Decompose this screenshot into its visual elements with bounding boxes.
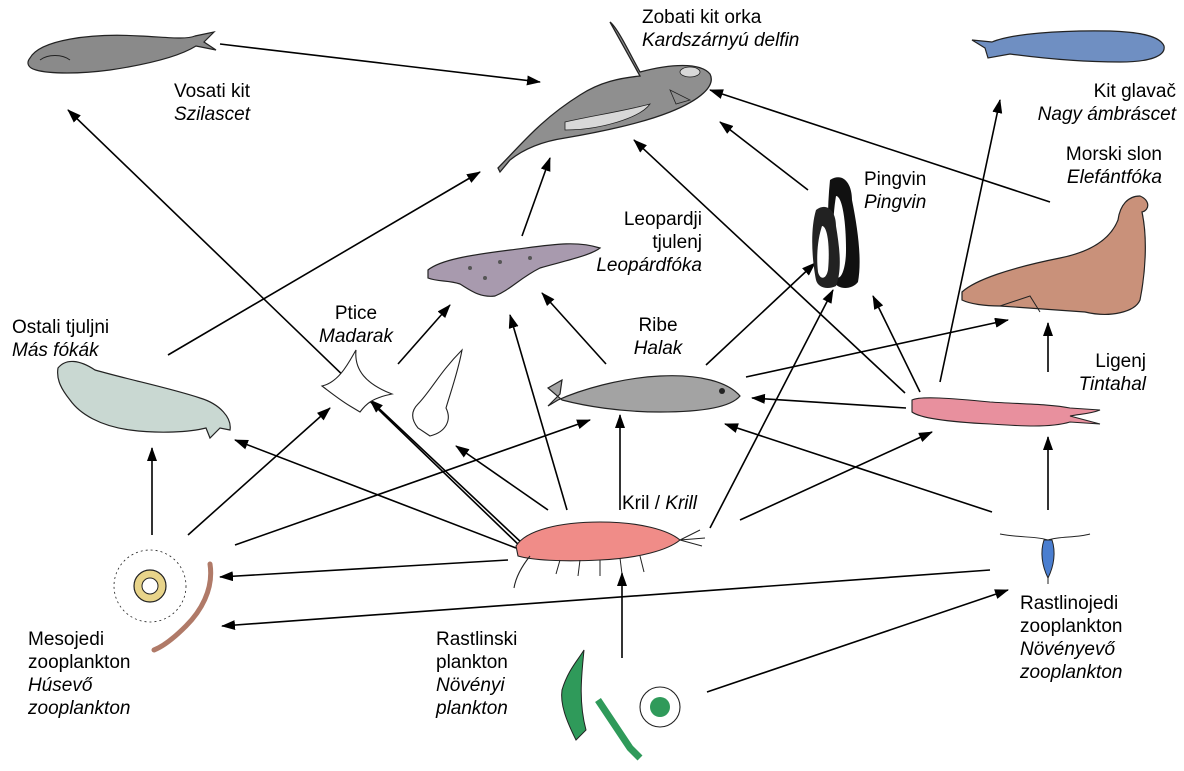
label-penguin-hu: Pingvin — [864, 191, 926, 214]
label-carnivorous-zooplankton: Mesojedi zooplankton Húsevő zooplankton — [28, 628, 130, 720]
arrow-carnzoo-fish — [235, 420, 590, 545]
penguin-icon — [812, 177, 859, 288]
arrow-fish-elephant — [746, 320, 1008, 377]
arrows — [68, 44, 1050, 692]
label-fish-local: Ribe — [614, 314, 702, 337]
label-sperm-whale-hu: Nagy ámbráscet — [996, 103, 1176, 126]
label-leopard-seal-local-1: Leopardji — [560, 208, 702, 231]
arrow-phyto-herbzoo — [707, 590, 1008, 692]
label-herb-zoo-local-2: zooplankton — [1020, 615, 1122, 638]
fish-icon — [548, 376, 740, 412]
label-leopard-seal-hu: Leopárdfóka — [560, 254, 702, 277]
label-leopard-seal: Leopardji tjulenj Leopárdfóka — [560, 208, 702, 277]
label-birds-local: Ptice — [306, 302, 406, 325]
arrow-krill-rightwhale — [68, 110, 522, 548]
arrow-krill-birds2 — [456, 446, 548, 510]
label-carn-zoo-hu-2: zooplankton — [28, 697, 130, 720]
arrow-leopard-orca — [522, 158, 550, 236]
arrow-krill-leopard — [510, 315, 567, 510]
label-leopard-seal-local-2: tjulenj — [560, 231, 702, 254]
label-other-seals-hu: Más fókák — [12, 339, 109, 362]
label-penguin-local: Pingvin — [864, 168, 926, 191]
arrow-fish-leopard — [542, 293, 606, 364]
krill-icon — [514, 522, 705, 588]
arrow-rightwhale-orca — [220, 44, 540, 82]
label-carn-zoo-local-1: Mesojedi — [28, 628, 130, 651]
label-phyto-hu-1: Növényi — [436, 674, 517, 697]
arrow-fish-penguin — [706, 263, 815, 365]
label-orca-hu: Kardszárnyú delfin — [642, 29, 799, 52]
herbivorous-zooplankton-icon — [1000, 534, 1090, 584]
label-right-whale: Vosati kit Szilascet — [118, 80, 250, 126]
arrow-herbzoo-carnzoo — [222, 570, 990, 626]
label-herb-zoo-hu-2: zooplankton — [1020, 661, 1122, 684]
arrow-penguin-orca — [720, 122, 808, 190]
label-herb-zoo-hu-1: Növényevő — [1020, 638, 1122, 661]
label-phytoplankton: Rastlinski plankton Növényi plankton — [436, 628, 517, 720]
label-orca-local: Zobati kit orka — [642, 6, 799, 29]
phytoplankton-icon — [562, 650, 680, 758]
sperm-whale-icon — [972, 31, 1164, 62]
label-squid: Ligenj Tintahal — [1040, 350, 1146, 396]
arrow-squid-sperm — [940, 100, 1000, 382]
label-other-seals: Ostali tjuljni Más fókák — [12, 316, 109, 362]
label-krill-hu: Krill — [665, 493, 697, 514]
label-phyto-local-2: plankton — [436, 651, 517, 674]
label-sperm-whale: Kit glavač Nagy ámbráscet — [996, 80, 1176, 126]
label-birds: Ptice Madarak — [306, 302, 406, 348]
label-phyto-local-1: Rastlinski — [436, 628, 517, 651]
label-birds-hu: Madarak — [306, 325, 406, 348]
label-carn-zoo-hu-1: Húsevő — [28, 674, 130, 697]
label-sperm-whale-local: Kit glavač — [996, 80, 1176, 103]
label-right-whale-local: Vosati kit — [118, 80, 250, 103]
label-right-whale-hu: Szilascet — [118, 103, 250, 126]
label-orca: Zobati kit orka Kardszárnyú delfin — [642, 6, 799, 52]
arrow-krill-squid — [740, 432, 932, 520]
arrow-krill-carnzoo — [220, 560, 508, 577]
elephant-seal-icon — [962, 196, 1148, 314]
label-squid-local: Ligenj — [1040, 350, 1146, 373]
seal-icon — [58, 361, 231, 438]
label-herb-zoo-local-1: Rastlinojedi — [1020, 592, 1122, 615]
label-krill-local: Kril / — [622, 493, 665, 514]
arrow-herbzoo-fish — [725, 424, 992, 512]
label-elephant-seal-local: Morski slon — [1000, 143, 1162, 166]
label-penguin: Pingvin Pingvin — [864, 168, 926, 214]
label-fish-hu: Halak — [614, 337, 702, 360]
label-carn-zoo-local-2: zooplankton — [28, 651, 130, 674]
label-fish: Ribe Halak — [614, 314, 702, 360]
label-elephant-seal-hu: Elefántfóka — [1000, 166, 1162, 189]
label-krill: Kril / Krill — [622, 492, 697, 515]
right-whale-icon — [28, 32, 216, 73]
label-phyto-hu-2: plankton — [436, 697, 517, 720]
label-squid-hu: Tintahal — [1040, 373, 1146, 396]
squid-icon — [912, 398, 1100, 426]
label-herbivorous-zooplankton: Rastlinojedi zooplankton Növényevő zoopl… — [1020, 592, 1122, 684]
arrow-krill-penguin — [710, 290, 833, 528]
label-elephant-seal: Morski slon Elefántfóka — [1000, 143, 1162, 189]
label-other-seals-local: Ostali tjuljni — [12, 316, 109, 339]
